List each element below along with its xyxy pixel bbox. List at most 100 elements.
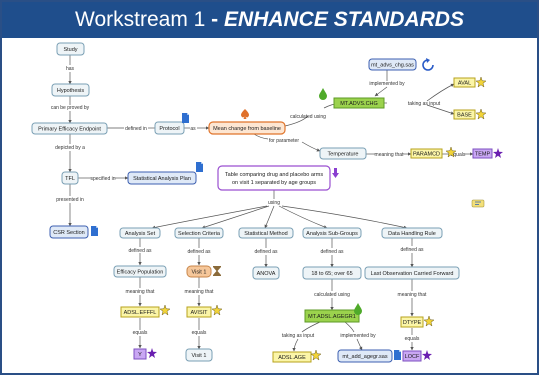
- node-data-handling-rule[interactable]: Data Handling Rule: [381, 227, 443, 239]
- link-label-presented-in: presented in: [56, 197, 84, 203]
- node-csr-section[interactable]: CSR Section: [49, 225, 89, 239]
- node-visit-1[interactable]: Visit 1: [185, 348, 213, 362]
- document-icon[interactable]: [394, 350, 401, 360]
- node-efficacy-population[interactable]: Efficacy Population: [113, 265, 167, 278]
- link-label-defined-as: defined as: [320, 249, 344, 255]
- node-mt-advs-chg[interactable]: MT.ADVS.CHG: [333, 97, 385, 109]
- star-icon[interactable]: [422, 350, 432, 360]
- sync-icon[interactable]: [422, 58, 434, 71]
- document-icon[interactable]: [182, 113, 189, 123]
- link-label-depicted-by: depicted by a: [55, 145, 85, 151]
- document-icon[interactable]: [91, 226, 98, 236]
- link-label-taking-as-input: taking as input: [282, 333, 315, 339]
- star-icon[interactable]: [475, 108, 487, 120]
- document-icon[interactable]: [196, 162, 203, 172]
- node-base[interactable]: BASE: [453, 109, 476, 120]
- title-prefix: Workstream 1: [75, 8, 206, 31]
- node-label-line-2: on visit 1 separated by age groups: [232, 180, 316, 186]
- node-label: Statistical Method: [244, 231, 287, 237]
- node-label: BASE: [457, 113, 472, 119]
- arrow-down-icon[interactable]: [332, 168, 339, 178]
- node-adsl-age[interactable]: ADSL.AGE: [272, 351, 312, 363]
- tool-icon[interactable]: [471, 199, 485, 208]
- star-icon[interactable]: [475, 76, 487, 88]
- concept-map: has can be proved by defined in as depic…: [31, 42, 503, 363]
- star-icon[interactable]: [159, 304, 171, 316]
- spade-icon[interactable]: [241, 109, 249, 119]
- slide-title: Workstream 1 - ENHANCE STANDARDS: [2, 2, 537, 38]
- node-label: PARAMCD: [413, 152, 440, 158]
- link-label-meaning-that: meaning that: [185, 289, 215, 295]
- node-label: CSR Section: [53, 230, 85, 236]
- link-label-can-be-proved-by: can be proved by: [51, 105, 90, 111]
- node-last-observation-carried-forward[interactable]: Last Observation Carried Forward: [364, 266, 460, 280]
- star-icon[interactable]: [310, 349, 322, 361]
- node-anova[interactable]: ANOVA: [252, 266, 280, 280]
- node-mt-adsl-agegr1[interactable]: MT.ADSL.AGEGR1: [304, 309, 360, 323]
- node-primary-efficacy-endpoint[interactable]: Primary Efficacy Endpoint: [31, 122, 108, 135]
- node-temperature[interactable]: Temperature: [319, 147, 367, 160]
- node-label: Visit 1: [192, 270, 207, 276]
- link-label-has: has: [66, 66, 75, 72]
- node-age-groups[interactable]: 18 to 65; over 65: [302, 266, 362, 280]
- node-locf[interactable]: LOCF: [402, 350, 422, 362]
- node-label: AVAL: [458, 81, 471, 87]
- node-label: MT.ADVS.CHG: [340, 101, 378, 107]
- node-aval[interactable]: AVAL: [453, 77, 476, 88]
- node-label: 18 to 65; over 65: [311, 271, 352, 277]
- node-analysis-set[interactable]: Analysis Set: [119, 227, 161, 239]
- node-label: Data Handling Rule: [388, 231, 436, 237]
- node-selection-criteria[interactable]: Selection Criteria: [174, 227, 224, 239]
- link-label-equals: equals: [405, 336, 420, 342]
- node-label: Protocol: [159, 126, 179, 132]
- drop-icon[interactable]: [354, 303, 362, 315]
- star-icon[interactable]: [423, 315, 435, 327]
- node-label: ADSL.EFFFL: [124, 310, 157, 316]
- node-label: AVISIT: [190, 310, 208, 316]
- node-label: ADSL.AGE: [278, 355, 306, 361]
- node-mean-change-from-baseline[interactable]: Mean change from baseline: [208, 121, 286, 135]
- star-icon[interactable]: [493, 148, 503, 158]
- node-label: DTYPE: [403, 320, 422, 326]
- node-visit-1-criteria[interactable]: Visit 1: [186, 265, 212, 278]
- node-avisit[interactable]: AVISIT: [186, 306, 212, 318]
- node-protocol[interactable]: Protocol: [154, 121, 185, 135]
- node-label: mt_add_agegr.sas: [342, 354, 388, 360]
- link-label-defined-as: defined as: [187, 249, 211, 255]
- link-label-equals: equals: [133, 330, 148, 336]
- node-label-line-1: Table comparing drug and placebo arms: [225, 172, 323, 178]
- title-separator: -: [211, 8, 219, 31]
- link-label-calculated-using: calculated using: [290, 114, 326, 120]
- node-mt-advs-chg-sas[interactable]: mt_advs_chg.sas: [368, 58, 417, 71]
- concept-map-edges: [68, 55, 474, 352]
- star-icon[interactable]: [147, 348, 157, 358]
- node-label: mt_advs_chg.sas: [371, 63, 414, 69]
- hourglass-icon[interactable]: [213, 266, 221, 276]
- node-label: Visit 1: [192, 353, 207, 359]
- link-label-equals: equals: [451, 152, 466, 158]
- node-label: Analysis Sub-Groups: [306, 231, 358, 237]
- link-label-meaning-that: meaning that: [375, 152, 405, 158]
- node-mt-add-agegr-sas[interactable]: mt_add_agegr.sas: [337, 349, 393, 363]
- node-study[interactable]: Study: [56, 42, 85, 56]
- star-icon[interactable]: [445, 146, 457, 158]
- node-statistical-method[interactable]: Statistical Method: [238, 227, 294, 239]
- link-label-as: as: [190, 126, 196, 132]
- node-temp[interactable]: TEMP: [472, 148, 493, 159]
- node-label: LOCF: [405, 354, 420, 360]
- node-tfl[interactable]: TFL: [61, 171, 79, 185]
- node-statistical-analysis-plan[interactable]: Statistical Analysis Plan: [127, 171, 197, 185]
- node-dtype[interactable]: DTYPE: [400, 316, 424, 328]
- node-adsl-efffl[interactable]: ADSL.EFFFL: [120, 306, 160, 318]
- node-label: TEMP: [475, 152, 491, 158]
- node-table-comparing-arms[interactable]: Table comparing drug and placebo arms on…: [217, 165, 331, 191]
- node-y[interactable]: Y: [133, 348, 147, 360]
- link-label-equals: equals: [192, 330, 207, 336]
- node-hypothesis[interactable]: Hypothesis: [51, 83, 90, 97]
- star-icon[interactable]: [211, 304, 223, 316]
- node-label: Mean change from baseline: [213, 126, 281, 132]
- drop-icon[interactable]: [319, 88, 327, 100]
- node-paramcd[interactable]: PARAMCD: [410, 148, 443, 159]
- node-analysis-sub-groups[interactable]: Analysis Sub-Groups: [302, 227, 362, 239]
